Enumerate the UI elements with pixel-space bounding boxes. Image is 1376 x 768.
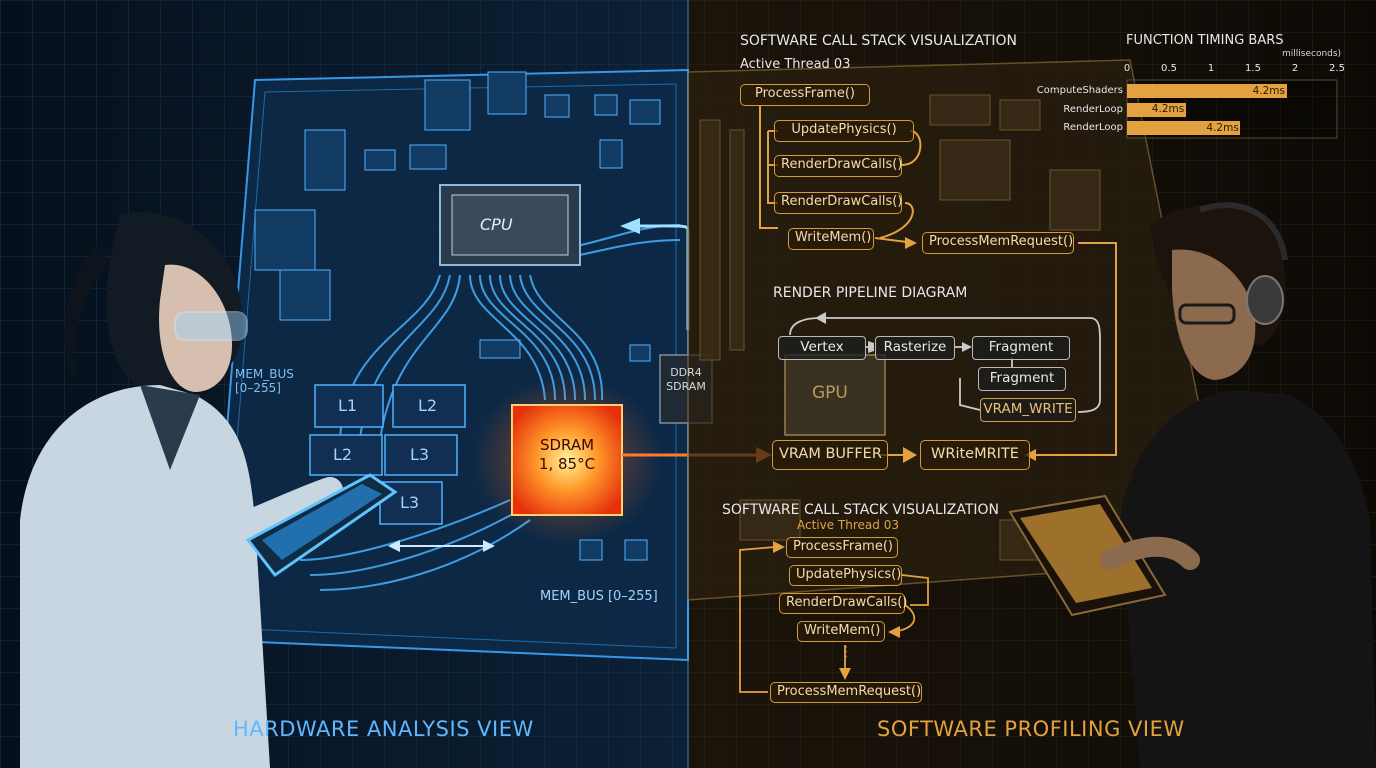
cpu-chip-label: CPU xyxy=(480,215,513,234)
bottom-node-update-physics[interactable]: UpdatePhysics() xyxy=(789,565,902,586)
stack-node-process-mem-request[interactable]: ProcessMemRequest() xyxy=(922,232,1074,254)
timing-axis-tick: 2.5 xyxy=(1329,63,1345,74)
bottom-node-process-frame[interactable]: ProcessFrame() xyxy=(786,537,898,558)
cache-block-l2-b: L2 xyxy=(333,445,353,464)
bottom-node-render-draw-calls[interactable]: RenderDrawCalls() xyxy=(779,593,907,614)
cache-block-l3-a: L3 xyxy=(410,445,430,464)
timing-bar-value-label: 4.2ms xyxy=(1151,103,1185,115)
mem-bus-left-line1: MEM_BUS xyxy=(235,367,294,381)
sdram-label-line1: SDRAM xyxy=(539,436,595,454)
bottom-stack-thread: Active Thread 03 xyxy=(797,518,899,532)
timing-axis-tick: 0 xyxy=(1123,63,1131,74)
bottom-stack-ellipsis: ⋮ xyxy=(839,644,853,660)
stack-node-render-draw-calls-a[interactable]: RenderDrawCalls() xyxy=(774,155,902,177)
stack-node-write-mem[interactable]: WriteMem() xyxy=(788,228,874,250)
stack-node-render-draw-calls-b[interactable]: RenderDrawCalls() xyxy=(774,192,902,214)
timing-bar[interactable] xyxy=(1127,102,1186,117)
ddr4-module-label: DDR4 SDRAM xyxy=(660,366,712,394)
bottom-node-write-mem[interactable]: WriteMem() xyxy=(797,621,885,642)
timing-bar-category: RenderLoop xyxy=(1063,103,1123,115)
timing-bar-value-label: 4.2ms xyxy=(1252,84,1285,97)
timing-bar-category: RenderLoop xyxy=(1063,122,1123,133)
pipeline-stage-fragment-b[interactable]: Fragment xyxy=(978,367,1066,391)
cache-block-l3-b: L3 xyxy=(400,493,420,512)
ddr4-label-line1: DDR4 xyxy=(670,366,702,379)
timing-axis-tick: 1.5 xyxy=(1245,63,1261,74)
pipeline-title: RENDER PIPELINE DIAGRAM xyxy=(773,285,968,301)
vram-buffer-node[interactable]: VRAM BUFFER xyxy=(772,440,888,470)
sdram-chip-label: SDRAM 1, 85°C xyxy=(512,436,622,474)
timing-axis-tick: 1 xyxy=(1207,63,1215,74)
mem-bus-label-bottom: MEM_BUS [0–255] xyxy=(540,589,658,604)
gpu-chip-label: GPU xyxy=(812,383,848,403)
pipeline-stage-vram-write[interactable]: VRAM_WRITE xyxy=(980,398,1076,422)
mem-bus-label-left: MEM_BUS [0–255] xyxy=(235,367,294,395)
sdram-temp-label: 1, 85°C xyxy=(538,455,596,473)
cache-block-l1: L1 xyxy=(338,396,358,415)
ddr4-label-line2: SDRAM xyxy=(666,380,706,393)
timing-bar-category: ComputeShaders xyxy=(1036,85,1123,96)
mem-bus-left-line2: [0–255] xyxy=(235,381,281,395)
pipeline-stage-fragment-a[interactable]: Fragment xyxy=(972,336,1070,360)
top-stack-title: SOFTWARE CALL STACK VISUALIZATION xyxy=(740,33,1018,49)
timing-bar[interactable] xyxy=(1127,84,1287,98)
timing-bar[interactable] xyxy=(1127,121,1241,135)
stack-node-update-physics[interactable]: UpdatePhysics() xyxy=(774,120,914,142)
hardware-view-title: HARDWARE ANALYSIS VIEW xyxy=(233,717,534,741)
timing-axis-tick: 0.5 xyxy=(1161,63,1177,74)
timing-chart-title: FUNCTION TIMING BARS xyxy=(1126,33,1284,48)
software-view-title: SOFTWARE PROFILING VIEW xyxy=(877,717,1185,741)
stack-node-process-frame[interactable]: ProcessFrame() xyxy=(740,84,870,106)
top-stack-thread: Active Thread 03 xyxy=(740,57,851,72)
write-node[interactable]: WRiteMRITE xyxy=(920,440,1030,470)
timing-axis-tick: 2 xyxy=(1291,63,1299,74)
cache-block-l2-a: L2 xyxy=(418,396,438,415)
pipeline-stage-rasterize[interactable]: Rasterize xyxy=(875,336,955,360)
pipeline-stage-vertex[interactable]: Vertex xyxy=(778,336,866,360)
timing-chart-unit: milliseconds) xyxy=(1282,49,1342,59)
timing-bar-value-label: 4.2ms xyxy=(1206,121,1239,134)
bottom-node-process-mem-request[interactable]: ProcessMemRequest() xyxy=(770,682,922,703)
bottom-stack-title: SOFTWARE CALL STACK VISUALIZATION xyxy=(722,502,1000,518)
